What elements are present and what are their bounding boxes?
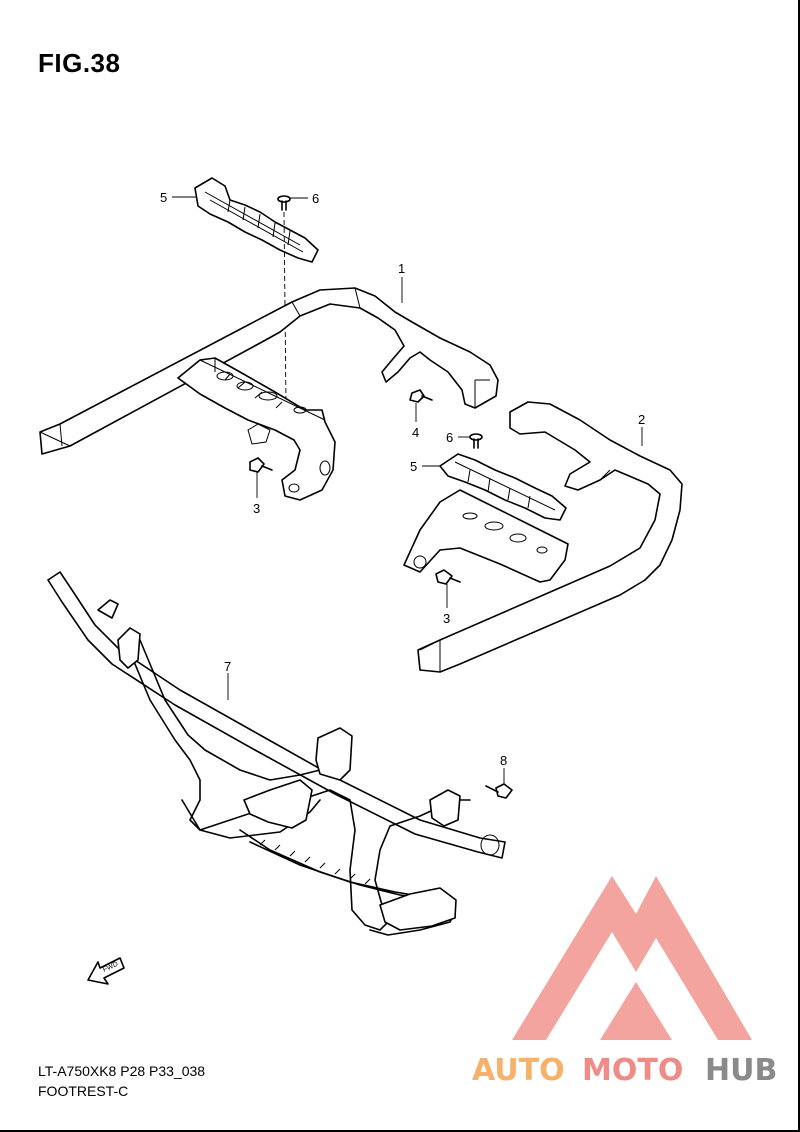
footrest-bracket-right bbox=[403, 401, 683, 673]
callout-7: 7 bbox=[224, 659, 231, 674]
logo-text-hub: HUB bbox=[705, 1053, 777, 1088]
callout-6-lower: 6 bbox=[446, 430, 453, 445]
screw-upper-left bbox=[277, 195, 291, 211]
callout-2: 2 bbox=[638, 412, 645, 427]
callout-5-lower: 5 bbox=[410, 459, 417, 474]
footpeg-plate-right bbox=[439, 453, 567, 521]
callout-3-left: 3 bbox=[253, 501, 260, 516]
footrest-bracket-left bbox=[39, 287, 499, 501]
section-name: FOOTREST-C bbox=[38, 1083, 129, 1099]
model-code: LT-A750XK8 P28 P33_038 bbox=[38, 1063, 206, 1079]
callout-5-upper: 5 bbox=[160, 190, 167, 205]
callout-1: 1 bbox=[398, 261, 405, 276]
bolt-3-left bbox=[249, 457, 273, 473]
callout-6-upper: 6 bbox=[312, 191, 319, 206]
front-guard-frame bbox=[47, 571, 506, 936]
footpeg-plate-left bbox=[194, 177, 319, 263]
leader-lines bbox=[172, 196, 643, 785]
logo-text-moto: MOTO bbox=[582, 1053, 683, 1088]
bolt-8 bbox=[485, 783, 513, 799]
screw-lower-right bbox=[469, 433, 483, 449]
callout-3-right: 3 bbox=[443, 611, 450, 626]
figure-title: FIG.38 bbox=[38, 48, 121, 78]
automotohub-logo: AUTO MOTO HUB bbox=[472, 876, 777, 1088]
bolt-4 bbox=[409, 389, 433, 403]
bolt-3-right bbox=[435, 569, 461, 585]
callout-4: 4 bbox=[412, 425, 419, 440]
callout-8: 8 bbox=[500, 753, 507, 768]
logo-text-auto: AUTO bbox=[472, 1053, 565, 1088]
fwd-arrow-icon: FWD bbox=[87, 957, 125, 985]
